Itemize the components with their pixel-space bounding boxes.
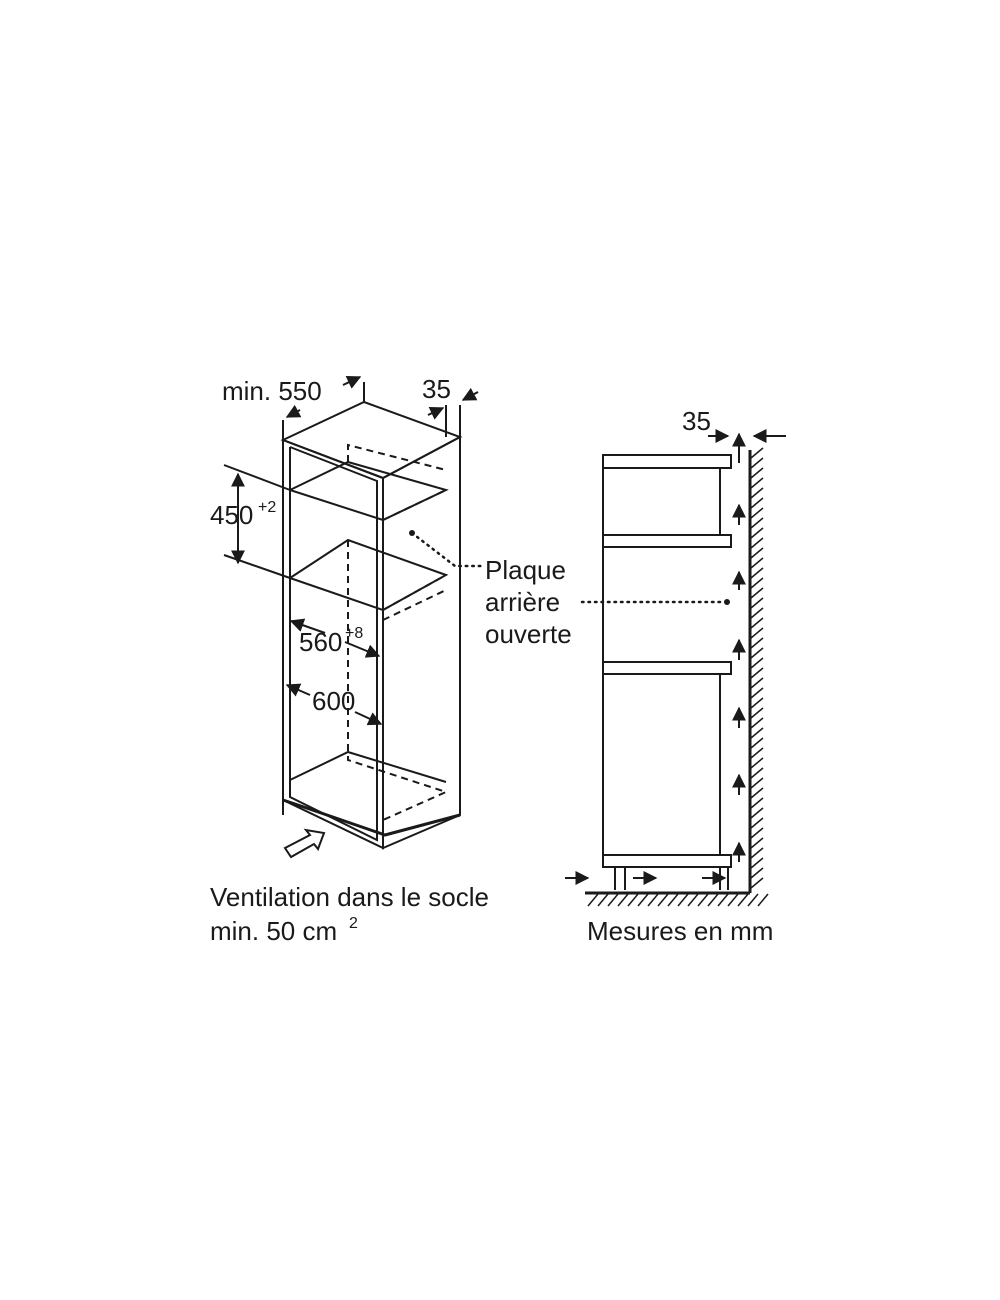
cabinet-perspective: [280, 400, 463, 850]
wall-hatch-line: [750, 817, 764, 829]
wall-hatch-line: [750, 627, 764, 639]
depth-dimension: 600: [285, 683, 383, 726]
wall-hatch-line: [750, 777, 764, 789]
wall-hatch-line: [750, 867, 764, 879]
wall-hatch-line: [750, 557, 764, 569]
floor-hatch-line: [737, 893, 749, 907]
wall-hatch-line: [750, 797, 764, 809]
wall-hatch-line: [750, 677, 764, 689]
floor-hatch-line: [627, 893, 639, 907]
wall-hatch-line: [750, 877, 764, 889]
wall-hatch-line: [750, 737, 764, 749]
wall-hatch-line: [750, 757, 764, 769]
floor-hatch-line: [747, 893, 759, 907]
floor-hatch-line: [617, 893, 629, 907]
ventilation-line2: min. 50 cm: [210, 916, 337, 946]
wall-hatch-line: [750, 537, 764, 549]
wall-hatch-line: [750, 647, 764, 659]
wall-hatch-line: [750, 507, 764, 519]
wall-floor: [585, 447, 769, 907]
wall-hatch-line: [750, 547, 764, 559]
ventilation-exponent: 2: [349, 915, 358, 932]
callout-line3: ouverte: [485, 619, 572, 649]
wall-hatch-line: [750, 857, 764, 869]
wall-hatch-line: [750, 747, 764, 759]
wall-hatch-line: [750, 767, 764, 779]
height-dimension: 450 +2: [210, 464, 291, 579]
wall-hatch-line: [750, 517, 764, 529]
floor-hatch-line: [707, 893, 719, 907]
wall-hatch-line: [750, 587, 764, 599]
wall-hatch-line: [750, 577, 764, 589]
wall-hatch-line: [750, 717, 764, 729]
floor-hatch-line: [637, 893, 649, 907]
wall-hatch-line: [750, 847, 764, 859]
side-section: [602, 454, 732, 890]
wall-hatch-line: [750, 527, 764, 539]
height-label: 450: [210, 500, 253, 530]
airflow-arrows: [565, 432, 746, 885]
wall-hatch-line: [750, 607, 764, 619]
wall-hatch-line: [750, 787, 764, 799]
wall-hatch-line: [750, 487, 764, 499]
height-tolerance: +2: [258, 499, 276, 516]
inner-depth-dimension: 560 +8: [289, 618, 381, 658]
floor-hatch-line: [667, 893, 679, 907]
wall-hatch-line: [750, 617, 764, 629]
wall-gap-label: 35: [682, 406, 711, 436]
width-dimension: min. 550: [222, 376, 365, 440]
width-label: min. 550: [222, 376, 322, 406]
wall-hatch-line: [750, 807, 764, 819]
floor-hatch-line: [687, 893, 699, 907]
floor-hatch-line: [677, 893, 689, 907]
wall-hatch-line: [750, 497, 764, 509]
floor-hatch-line: [597, 893, 609, 907]
wall-hatch-line: [750, 707, 764, 719]
wall-hatch-line: [750, 637, 764, 649]
callout-line1: Plaque: [485, 555, 566, 585]
wall-hatch-line: [750, 667, 764, 679]
depth-label: 600: [312, 686, 355, 716]
floor-hatch-line: [757, 893, 769, 907]
rear-panel-callout: Plaque arrière ouverte: [409, 530, 730, 649]
wall-hatch-line: [750, 687, 764, 699]
ventilation-arrow-icon: [283, 828, 326, 859]
floor-hatch-line: [697, 893, 709, 907]
inner-depth-tolerance: +8: [345, 625, 363, 642]
wall-hatch-line: [750, 467, 764, 479]
floor-hatch-line: [647, 893, 659, 907]
wall-hatch-line: [750, 657, 764, 669]
wall-hatch-line: [750, 567, 764, 579]
floor-hatch-line: [607, 893, 619, 907]
ventilation-line1: Ventilation dans le socle: [210, 882, 489, 912]
wall-hatch-line: [750, 727, 764, 739]
wall-hatch-line: [750, 837, 764, 849]
wall-hatch-line: [750, 827, 764, 839]
wall-hatch-line: [750, 447, 764, 459]
units-caption: Mesures en mm: [587, 916, 773, 946]
wall-hatch-line: [750, 597, 764, 609]
wall-hatch-line: [750, 477, 764, 489]
inner-depth-label: 560: [299, 627, 342, 657]
floor-hatch-line: [717, 893, 729, 907]
callout-line2: arrière: [485, 587, 560, 617]
side-gap-label: 35: [422, 374, 451, 404]
wall-hatch-line: [750, 697, 764, 709]
side-gap-dimension: 35: [422, 374, 479, 437]
floor-hatch-line: [727, 893, 739, 907]
floor-hatch-line: [657, 893, 669, 907]
floor-hatch-line: [587, 893, 599, 907]
wall-gap-dimension: 35: [682, 406, 786, 443]
wall-hatch-line: [750, 457, 764, 469]
